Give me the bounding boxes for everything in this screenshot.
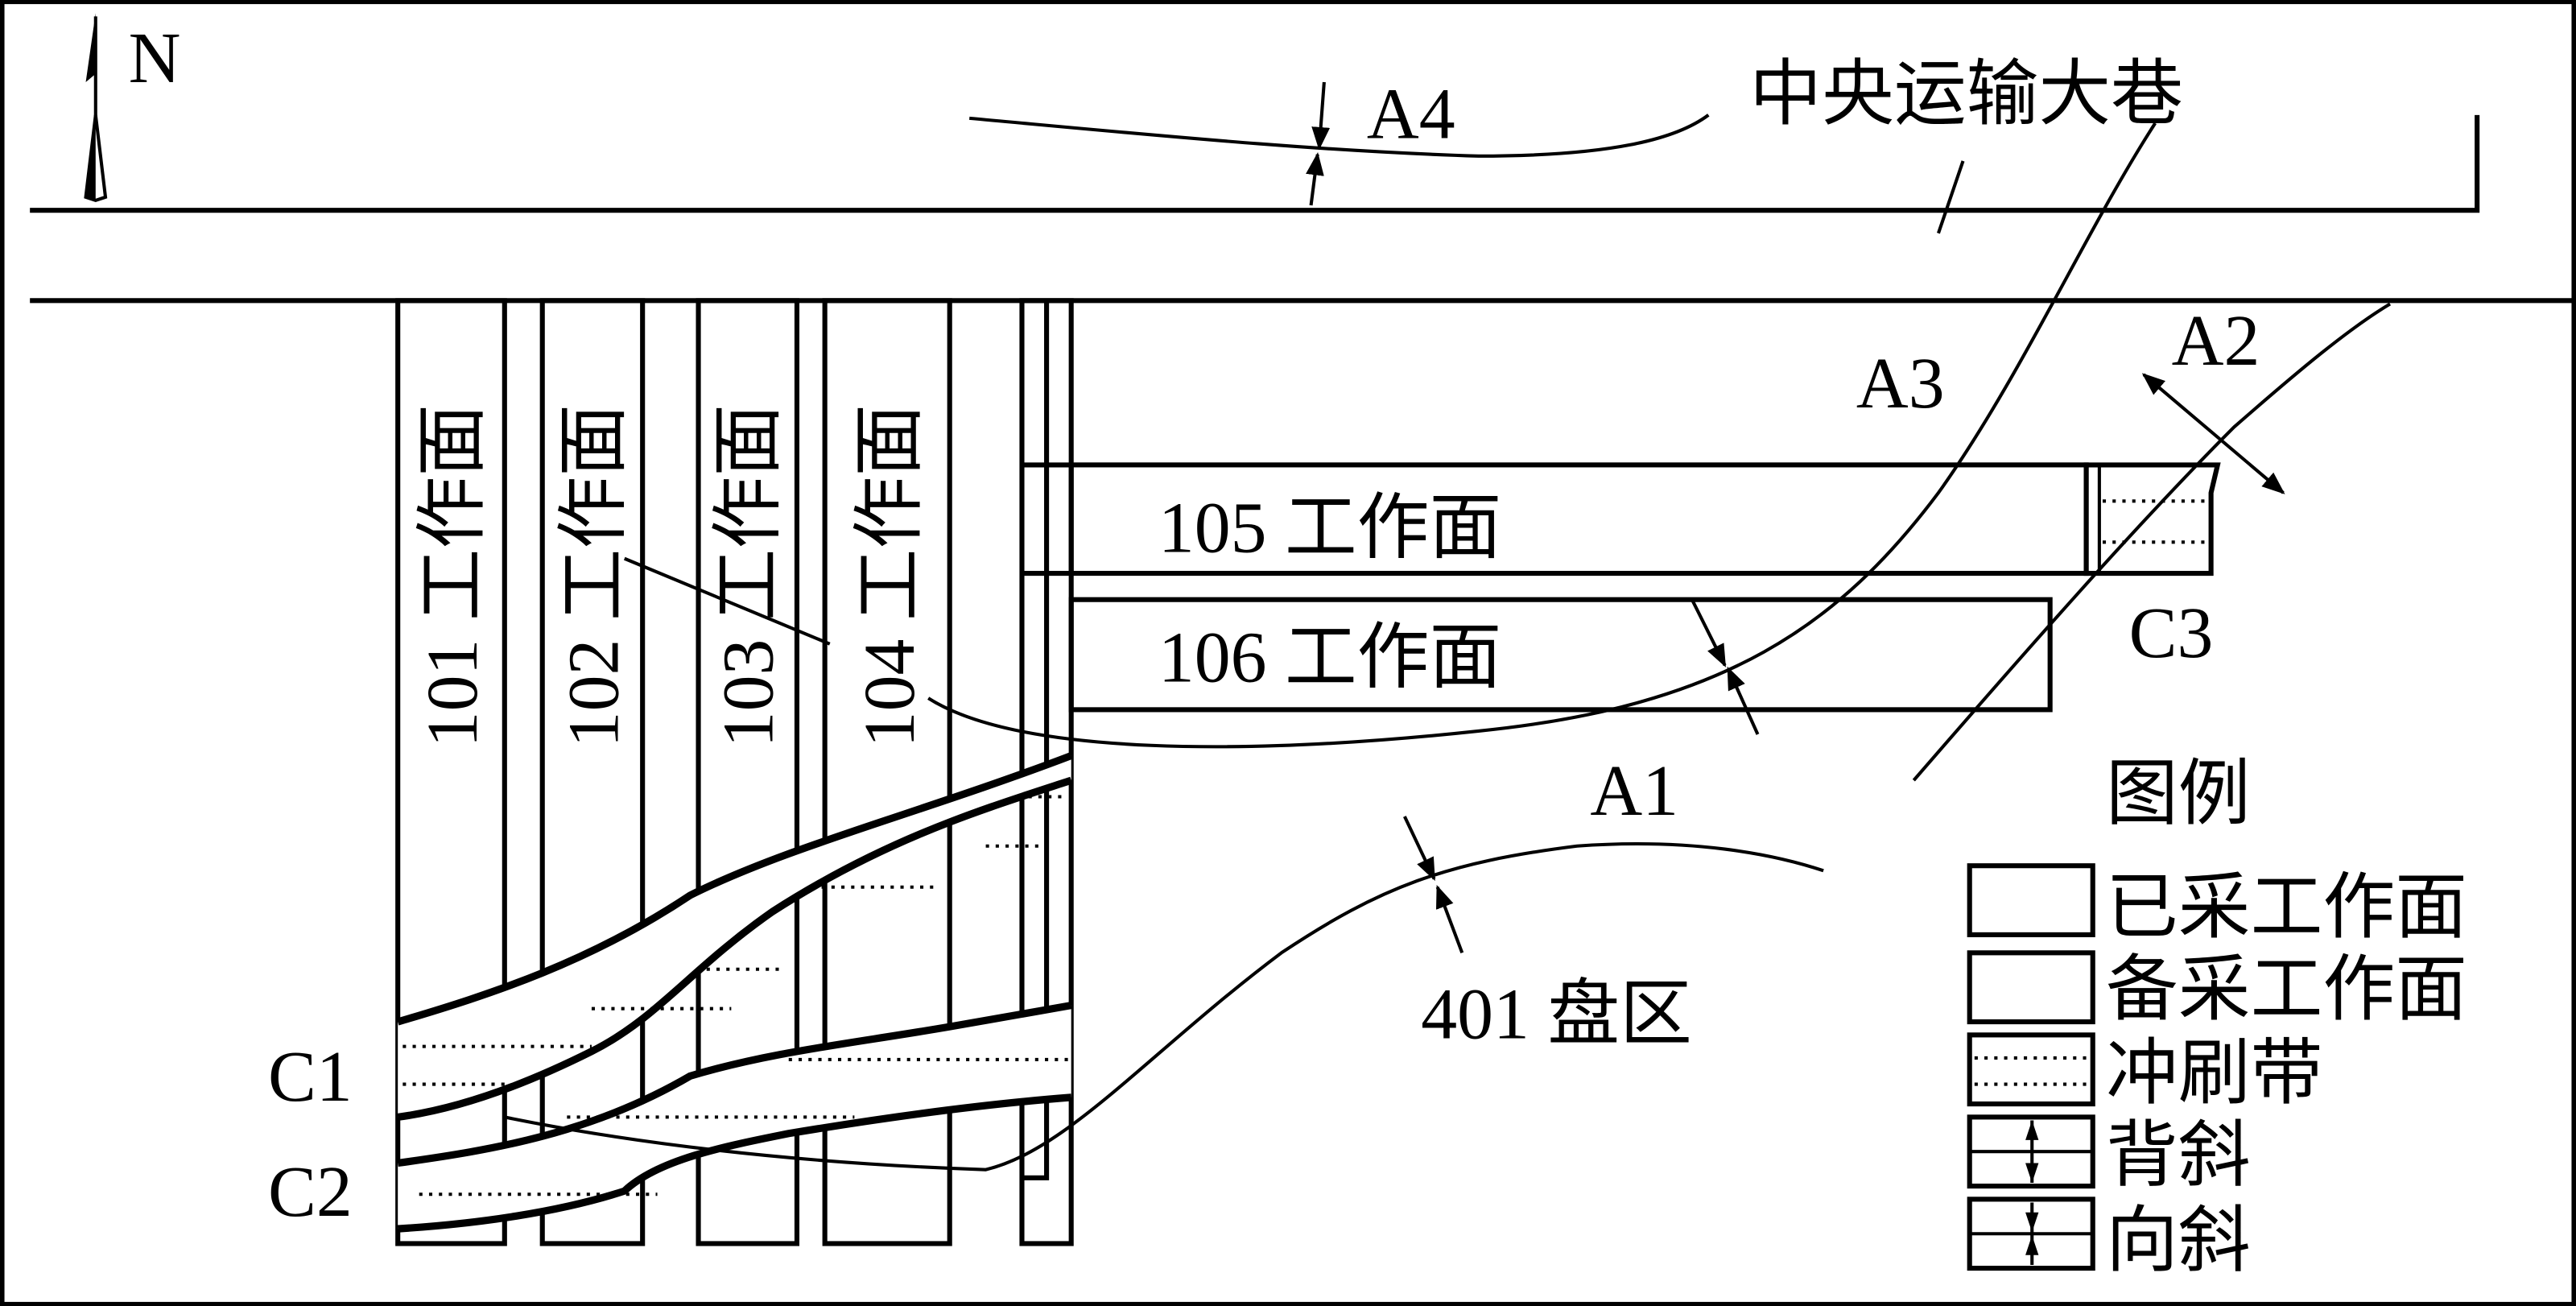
face-103-label: 103 工作面: [708, 404, 788, 747]
legend-syncline-icon: [1967, 1196, 2095, 1271]
axis-arrows: [1306, 81, 2285, 954]
legend-item-label: 冲刷带: [2106, 1034, 2322, 1114]
north-label: N: [129, 19, 181, 98]
legend-item-label: 已采工作面: [2106, 868, 2467, 948]
legend-mined-face-swatch: [1967, 863, 2095, 937]
central-transport-roadway: [30, 114, 2576, 304]
legend-item-label: 备采工作面: [2106, 950, 2467, 1030]
washout-band-c1: [396, 752, 1073, 1121]
roadway-label: 中央运输大巷: [1749, 55, 2183, 134]
axis-a3-label: A3: [1856, 344, 1945, 424]
face-104-label: 104 工作面: [850, 404, 930, 747]
face-102-label: 102 工作面: [555, 404, 634, 747]
face-101-label: 101 工作面: [413, 404, 493, 747]
legend: 图例 已采工作面 备采工作面 冲刷带 背斜 向斜: [1967, 754, 2467, 1281]
face-104: [822, 298, 952, 1246]
face-103: [696, 298, 800, 1246]
legend-washout-swatch: [1967, 1032, 2095, 1107]
legend-anticline-icon: [1967, 1114, 2095, 1189]
washout-zone-c3: [2083, 462, 2221, 577]
face-106: [1068, 597, 2053, 713]
washout-c1-label: C1: [268, 1037, 353, 1117]
washout-band-c2: [397, 1002, 1072, 1233]
axis-a2-label: A2: [2172, 301, 2260, 381]
washout-c3-label: C3: [2129, 593, 2214, 673]
north-arrow-icon: [84, 13, 108, 203]
axis-a1-label: A1: [1590, 751, 1678, 831]
legend-planned-face-swatch: [1967, 950, 2095, 1025]
face-102: [539, 298, 646, 1246]
axis-a4-label: A4: [1367, 74, 1455, 154]
washout-c2-label: C2: [268, 1152, 353, 1232]
legend-item-label: 背斜: [2106, 1116, 2251, 1196]
legend-title: 图例: [2106, 754, 2251, 834]
fold-axis-lines: [504, 114, 2392, 1172]
face-105-label: 105 工作面: [1158, 489, 1501, 568]
face-101: [395, 298, 507, 1246]
face-106-label: 106 工作面: [1158, 618, 1501, 698]
legend-item-label: 向斜: [2106, 1201, 2251, 1281]
panel-401-label: 401 盘区: [1421, 974, 1692, 1054]
